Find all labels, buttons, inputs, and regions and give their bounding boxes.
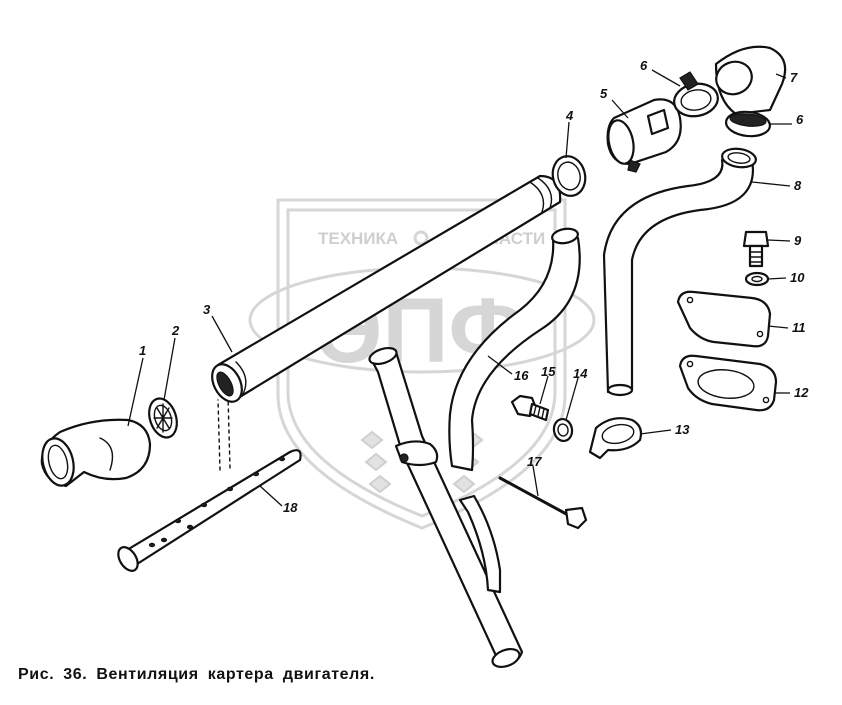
part-1-elbow	[40, 418, 152, 488]
gear-icon	[413, 230, 429, 246]
callout-12: 12	[794, 385, 809, 400]
part-9-bolt	[742, 230, 770, 268]
callout-15: 15	[541, 364, 556, 379]
callout-9: 9	[794, 233, 802, 248]
callout-16: 16	[514, 368, 529, 383]
part-6-lower-clamp	[724, 110, 772, 138]
part-14-small-washer	[552, 417, 574, 443]
part-5-breather-body	[606, 98, 682, 173]
part-8-s-hose	[602, 147, 757, 397]
callout-13: 13	[675, 422, 690, 437]
leader-lines	[127, 69, 792, 507]
callout-5: 5	[600, 86, 608, 101]
part-15-bolt	[510, 394, 550, 422]
part-10-spring-washer	[744, 271, 770, 287]
figure-caption: Рис. 36. Вентиляция картера двигателя.	[18, 666, 375, 683]
callout-6-upper: 6	[640, 58, 648, 73]
callout-numbers: 1 2 3 4 5 6 6 7 8 9 10 11 12 13 14 15 16…	[139, 58, 809, 515]
part-11-cover-plate	[676, 290, 772, 348]
watermark-shield-inner	[286, 208, 557, 518]
callout-10: 10	[790, 270, 805, 285]
callout-14: 14	[573, 366, 588, 381]
callout-4: 4	[565, 108, 574, 123]
part-3-long-pipe	[211, 174, 562, 403]
part-13-clamp	[588, 417, 643, 460]
callout-7: 7	[790, 70, 798, 85]
center-breather-tube	[368, 346, 524, 669]
callout-11: 11	[792, 320, 806, 335]
part-6-upper-clamp	[673, 71, 719, 118]
part-17-dipstick	[498, 476, 588, 530]
part-2-flame-arrester	[148, 397, 178, 439]
watermark-wheat-left	[360, 430, 392, 494]
callout-8: 8	[794, 178, 802, 193]
part-4-washer	[551, 155, 587, 197]
callout-18: 18	[283, 500, 298, 515]
part-18-perforated-tube	[117, 395, 302, 572]
callout-17: 17	[527, 454, 542, 469]
part-16-curved-hose	[448, 227, 581, 472]
part-7-elbow-hose	[714, 45, 787, 116]
part-12-gasket	[678, 354, 778, 412]
callout-3: 3	[203, 302, 211, 317]
callout-1: 1	[139, 343, 146, 358]
callout-6-lower: 6	[796, 112, 804, 127]
callout-2: 2	[171, 323, 180, 338]
watermark-brand-left: ТЕХНИКА	[318, 229, 398, 248]
